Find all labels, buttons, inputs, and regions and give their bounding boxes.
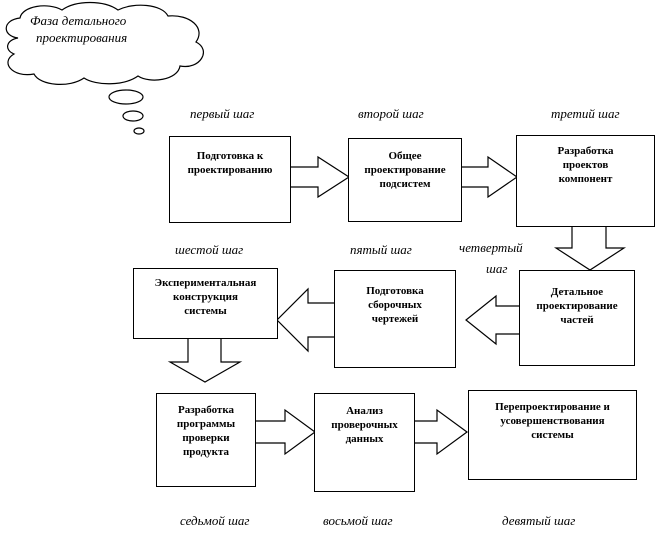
cloud-shape bbox=[5, 1, 204, 85]
cloud-caption-line2: проектирования bbox=[36, 30, 128, 45]
arrow-step8-to-step9 bbox=[413, 408, 469, 456]
box-step-5-line: чертежей bbox=[371, 313, 419, 325]
box-step-7: Разработка программы проверки продукта bbox=[156, 393, 256, 487]
box-step-8-line: данных bbox=[345, 433, 384, 445]
step-label-7: седьмой шаг bbox=[180, 513, 250, 528]
box-step-2: Общее проектирование подсистем bbox=[348, 138, 462, 222]
step-label-9: девятый шаг bbox=[502, 513, 576, 528]
box-step-1-line: проектированию bbox=[187, 164, 273, 176]
cloud-bubble-large bbox=[108, 89, 144, 105]
arrow-step4-to-step5 bbox=[465, 294, 521, 346]
box-step-9-line: усовершенствования bbox=[500, 415, 605, 427]
step-label-4b: шаг bbox=[486, 261, 508, 276]
arrow-step3-to-step4 bbox=[553, 225, 627, 271]
box-step-6-line: конструкция bbox=[173, 291, 238, 303]
box-step-4-line: Детальное bbox=[550, 286, 604, 298]
box-step-3: Разработка проектов компонент bbox=[516, 135, 655, 227]
arrow-step5-to-step6 bbox=[276, 287, 336, 353]
cloud-caption-line1: Фаза детального bbox=[30, 13, 127, 28]
box-step-7-line: продукта bbox=[182, 446, 230, 458]
step-label-6: шестой шаг bbox=[175, 242, 244, 257]
box-step-1-line: Подготовка к bbox=[196, 150, 264, 162]
step-label-4a: четвертый bbox=[459, 240, 523, 255]
step-label-1: первый шаг bbox=[190, 106, 255, 121]
cloud-bubble-medium bbox=[122, 110, 144, 122]
arrow-step7-to-step8 bbox=[254, 408, 317, 456]
step-label-8: восьмой шаг bbox=[323, 513, 393, 528]
box-step-6-line: системы bbox=[184, 305, 227, 317]
step-label-2: второй шаг bbox=[358, 106, 424, 121]
box-step-5-line: Подготовка bbox=[366, 285, 424, 297]
arrow-step1-to-step2 bbox=[289, 155, 351, 199]
box-step-2-line: подсистем bbox=[379, 178, 431, 190]
box-step-7-line: программы bbox=[176, 418, 236, 430]
box-step-6: Экспериментальная конструкция системы bbox=[133, 268, 278, 339]
step-label-3: третий шаг bbox=[551, 106, 620, 121]
box-step-4-line: проектирование bbox=[536, 300, 618, 312]
box-step-2-line: Общее bbox=[388, 150, 422, 162]
box-step-8-line: проверочных bbox=[331, 419, 398, 431]
box-step-7-line: проверки bbox=[182, 432, 230, 444]
box-step-4: Детальное проектирование частей bbox=[519, 270, 635, 366]
box-step-6-line: Экспериментальная bbox=[154, 277, 257, 289]
box-step-8: Анализ проверочных данных bbox=[314, 393, 415, 492]
box-step-1: Подготовка к проектированию bbox=[169, 136, 291, 223]
box-step-5: Подготовка сборочных чертежей bbox=[334, 270, 456, 368]
cloud-caption: Фаза детального проектирования bbox=[30, 12, 160, 46]
box-step-5-line: сборочных bbox=[368, 299, 422, 311]
box-step-9: Перепроектирование и усовершенствования … bbox=[468, 390, 637, 480]
box-step-2-line: проектирование bbox=[364, 164, 446, 176]
box-step-3-line: компонент bbox=[558, 173, 613, 185]
box-step-7-line: Разработка bbox=[177, 404, 235, 416]
arrow-step2-to-step3 bbox=[460, 155, 519, 199]
box-step-9-line: Перепроектирование и bbox=[495, 401, 610, 413]
box-step-3-line: Разработка bbox=[557, 145, 614, 157]
box-step-9-line: системы bbox=[531, 429, 574, 441]
step-label-5: пятый шаг bbox=[350, 242, 412, 257]
arrow-step6-to-step7 bbox=[167, 337, 243, 383]
box-step-4-line: частей bbox=[560, 314, 594, 326]
cloud-bubble-small bbox=[133, 127, 145, 135]
box-step-3-line: проектов bbox=[562, 159, 609, 171]
box-step-8-line: Анализ bbox=[346, 405, 383, 417]
